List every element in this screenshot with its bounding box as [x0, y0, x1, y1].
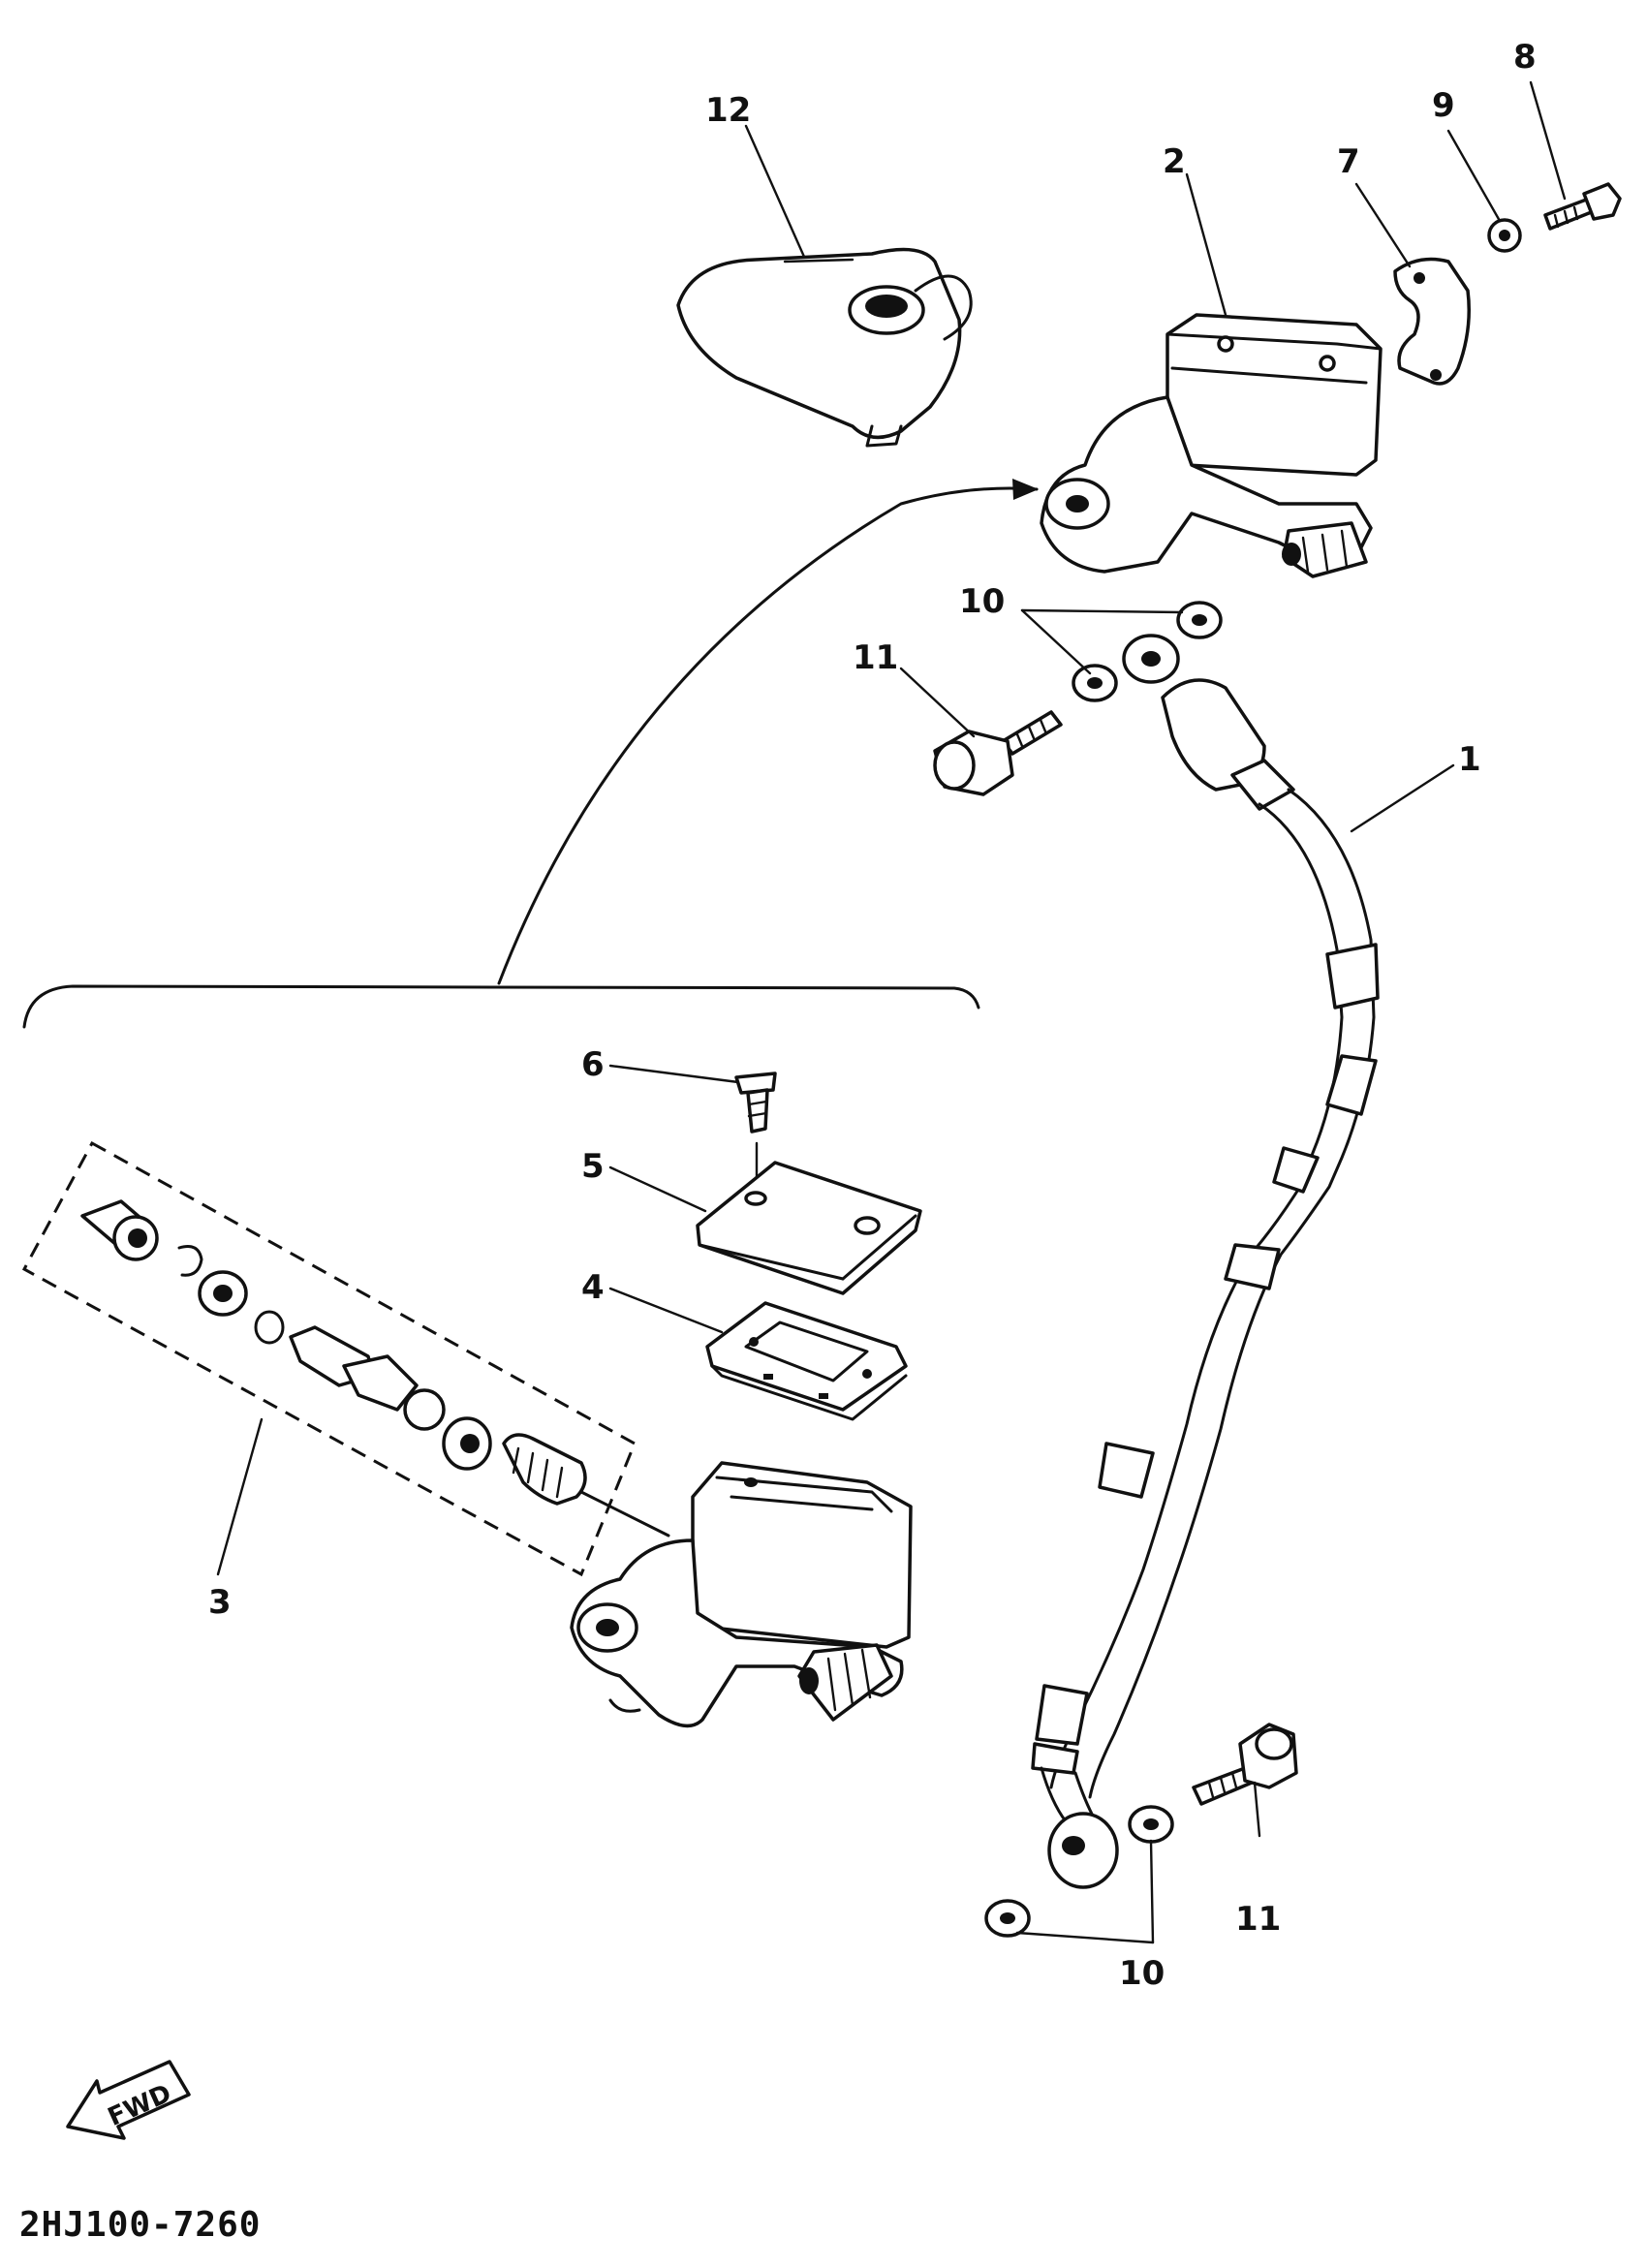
fwd-arrow-icon: FWD — [66, 2060, 191, 2140]
part-10-upper-washers — [1072, 601, 1223, 702]
part-12-lever-cover — [676, 247, 973, 448]
callout-labels: 12 2 7 9 8 10 11 1 6 5 4 3 11 10 — [208, 38, 1537, 1993]
callout-8: 8 — [1513, 38, 1537, 77]
callout-7: 7 — [1337, 142, 1360, 181]
part-2-master-cylinder — [1040, 313, 1383, 578]
part-10-lower-washers — [984, 1805, 1174, 1938]
part-1-brake-hose — [1031, 634, 1380, 1889]
diagram-code: 2HJ100-7260 — [19, 2205, 262, 2245]
callout-3: 3 — [208, 1583, 232, 1622]
callout-4: 4 — [581, 1268, 605, 1307]
part-11-lower-union-bolt — [1192, 1723, 1298, 1806]
callout-10-upper: 10 — [959, 582, 1005, 621]
callout-5: 5 — [581, 1147, 605, 1186]
part-5-cap — [696, 1161, 922, 1295]
part-11-upper-union-bolt — [933, 710, 1063, 796]
part-7-holder — [1393, 257, 1471, 386]
part-8-bolt — [1543, 182, 1622, 231]
detail-reference-line — [497, 479, 1039, 985]
callout-9: 9 — [1432, 86, 1455, 125]
leader-lines — [216, 80, 1567, 1944]
callout-12: 12 — [705, 91, 751, 130]
part-6-screw — [734, 1072, 777, 1194]
lower-master-cylinder-body — [570, 1461, 913, 1728]
callout-2: 2 — [1163, 142, 1186, 181]
callout-1: 1 — [1458, 740, 1481, 779]
part-4-diaphragm — [705, 1301, 908, 1421]
callout-6: 6 — [581, 1045, 605, 1084]
part-9-washer — [1487, 218, 1522, 253]
detail-panel-border — [22, 984, 980, 1029]
part-3-piston-kit — [21, 1140, 670, 1577]
callout-10-lower: 10 — [1119, 1954, 1165, 1993]
callout-11-lower: 11 — [1235, 1900, 1281, 1939]
callout-11-upper: 11 — [853, 638, 898, 677]
